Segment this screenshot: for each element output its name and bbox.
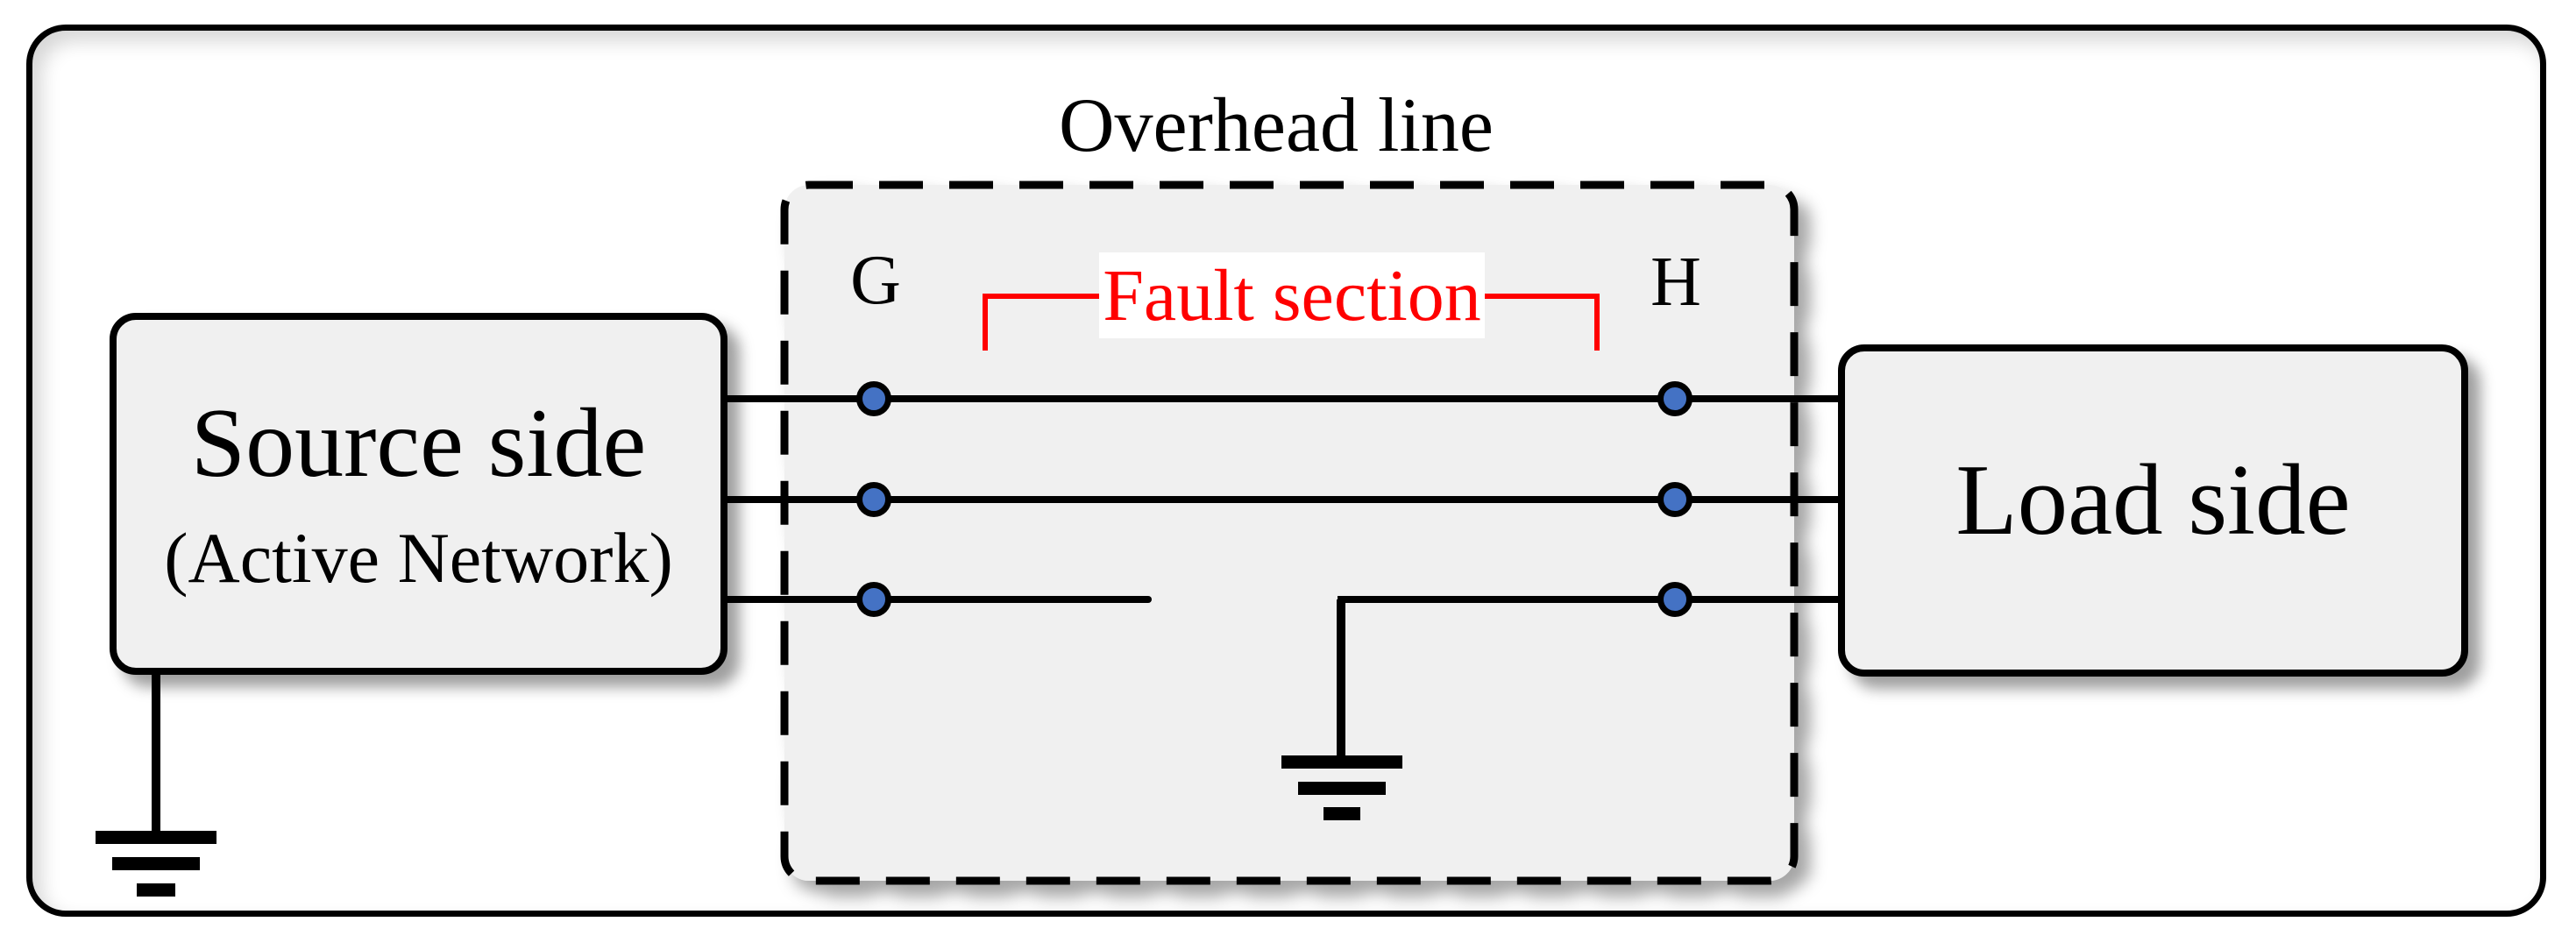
terminal-dot-g1 — [856, 381, 891, 416]
load-side-box: Load side — [1838, 344, 2468, 677]
overhead-line-box — [780, 181, 1799, 885]
fault-section-label: Fault section — [1099, 252, 1485, 338]
bus-h-label: H — [1650, 244, 1701, 321]
ground-icon-fault — [1281, 599, 1402, 820]
overhead-line-title: Overhead line — [1059, 83, 1494, 168]
bus-g-label: G — [850, 242, 901, 319]
source-side-box: Source side (Active Network) — [110, 313, 727, 675]
ground-icon-source — [96, 670, 216, 897]
terminal-dot-h1 — [1657, 381, 1692, 416]
terminal-dot-g2 — [856, 482, 891, 517]
terminal-dot-g3 — [856, 582, 891, 617]
terminal-dot-h3 — [1657, 582, 1692, 617]
load-box-title: Load side — [1955, 444, 2351, 556]
source-box-subtitle: (Active Network) — [164, 517, 673, 598]
source-box-title: Source side — [190, 388, 647, 498]
terminal-dot-h2 — [1657, 482, 1692, 517]
